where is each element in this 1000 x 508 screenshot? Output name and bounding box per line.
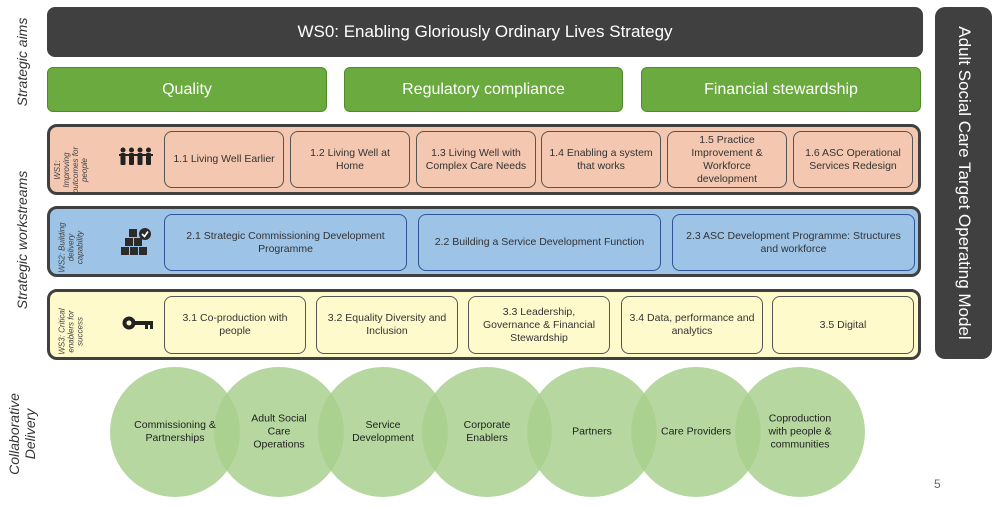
ws1-item-1-3: 1.3 Living Well with Complex Care Needs [416, 131, 536, 188]
ws1-item-1-5: 1.5 Practice Improvement & Workforce dev… [667, 131, 787, 188]
ws1-label: WS1: Improving outcomes for people [53, 146, 89, 194]
ws1-item-1-4: 1.4 Enabling a system that works [541, 131, 661, 188]
delivery-circle-coproduction [735, 367, 865, 497]
key-icon [121, 314, 155, 332]
ws2-item-2-1: 2.1 Strategic Commissioning Development … [164, 214, 407, 271]
ws3-item-3-4: 3.4 Data, performance and analytics [621, 296, 763, 354]
ws3-item-3-2: 3.2 Equality Diversity and Inclusion [316, 296, 458, 354]
delivery-label-service-development: Service Development [352, 419, 414, 444]
aim-quality: Quality [47, 67, 327, 112]
target-operating-model-banner: Adult Social Care Target Operating Model [935, 7, 992, 359]
collaborative-delivery-label: Collaborative Delivery [6, 393, 38, 475]
ws1-item-1-1: 1.1 Living Well Earlier [164, 131, 284, 188]
ws2-label: WS2: Building delivery capability [57, 222, 85, 273]
strategy-title: WS0: Enabling Gloriously Ordinary Lives … [47, 7, 923, 57]
ws1-item-1-2: 1.2 Living Well at Home [290, 131, 410, 188]
strategic-workstreams-label: Strategic workstreams [14, 170, 30, 310]
page-number: 5 [934, 477, 941, 491]
target-operating-model-text: Adult Social Care Target Operating Model [954, 26, 974, 340]
ws1-item-1-6: 1.6 ASC Operational Services Redesign [793, 131, 913, 188]
delivery-label-coproduction: Coproduction with people & communities [768, 412, 832, 451]
aim-regulatory-compliance: Regulatory compliance [344, 67, 623, 112]
ws3-label: WS3: Critical enablers for success [57, 308, 85, 355]
people-icon [118, 144, 154, 172]
ws3-item-3-5: 3.5 Digital [772, 296, 914, 354]
aim-financial-stewardship: Financial stewardship [641, 67, 921, 112]
delivery-label-asc-operations: Adult Social Care Operations [251, 412, 307, 451]
ws2-item-2-2: 2.2 Building a Service Development Funct… [418, 214, 661, 271]
blocks-check-icon [119, 225, 153, 257]
ws3-item-3-3: 3.3 Leadership, Governance & Financial S… [468, 296, 610, 354]
delivery-label-commissioning: Commissioning & Partnerships [134, 419, 216, 444]
delivery-label-corporate-enablers: Corporate Enablers [463, 419, 511, 444]
ws2-item-2-3: 2.3 ASC Development Programme: Structure… [672, 214, 915, 271]
ws3-item-3-1: 3.1 Co-production with people [164, 296, 306, 354]
delivery-label-care-providers: Care Providers [660, 425, 732, 438]
delivery-label-partners: Partners [572, 425, 612, 438]
strategic-aims-label: Strategic aims [14, 17, 30, 107]
